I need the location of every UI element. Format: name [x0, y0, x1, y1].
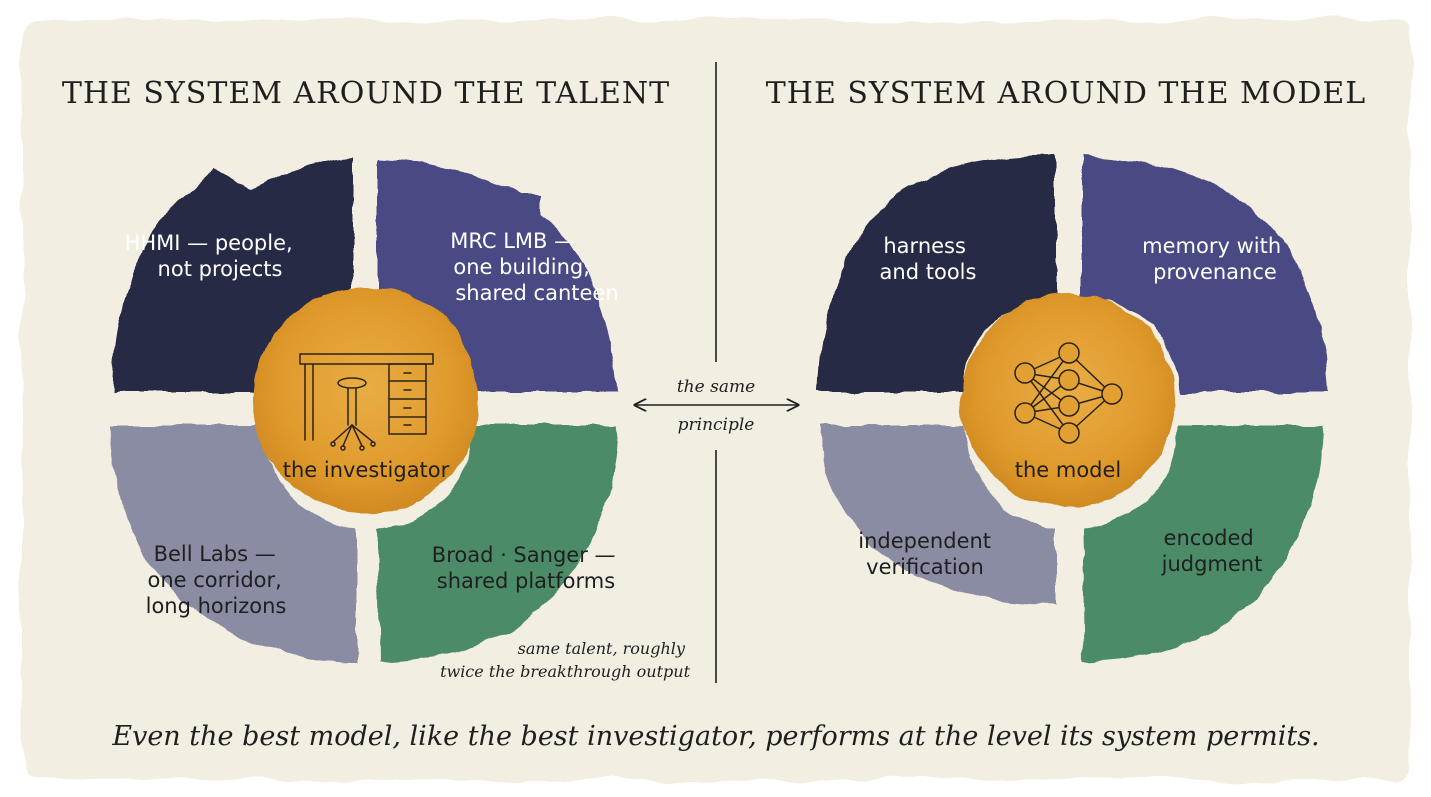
- left-title: THE SYSTEM AROUND THE TALENT: [62, 76, 670, 111]
- connector-top-text: the same: [677, 377, 755, 397]
- center-label-model: the model: [1015, 458, 1122, 482]
- talent-note: same talent, roughly twice the breakthro…: [440, 639, 691, 681]
- label-hhmi: HHMI — people, not projects: [125, 231, 300, 281]
- right-title: THE SYSTEM AROUND THE MODEL: [766, 76, 1366, 111]
- label-harness-tools: harness and tools: [880, 234, 977, 284]
- label-broad-sanger: Broad · Sanger — shared platforms: [432, 543, 622, 593]
- label-memory-provenance: memory with provenance: [1142, 234, 1288, 284]
- label-encoded-judgment: encoded judgment: [1161, 526, 1263, 576]
- left-diagram: the investigator HHMI — people, not proj…: [110, 158, 691, 681]
- principle-connector: the same principle: [635, 377, 798, 435]
- caption: Even the best model, like the best inves…: [111, 721, 1319, 752]
- label-bell-labs: Bell Labs — one corridor, long horizons: [146, 542, 289, 618]
- segment-bottom-left: [818, 425, 1056, 605]
- right-diagram: the model harness and tools memory with …: [818, 155, 1328, 662]
- segment-bottom-left: [110, 425, 356, 662]
- segment-top-right: [378, 158, 618, 392]
- center-circle-investigator: [253, 287, 479, 513]
- label-mrc-lmb: MRC LMB — one building, shared canteen: [450, 229, 618, 305]
- segment-top-right: [1082, 155, 1328, 392]
- segment-top-left: [818, 155, 1056, 392]
- desk-and-stool-icon: [299, 353, 434, 451]
- connector-bottom-text: principle: [678, 415, 755, 435]
- center-label-investigator: the investigator: [283, 458, 450, 482]
- segment-bottom-right: [378, 425, 618, 662]
- label-independent-verification: independent verification: [858, 529, 997, 579]
- segment-top-left: [112, 158, 352, 392]
- segment-bottom-right: [1082, 425, 1322, 662]
- neural-network-icon: [1014, 342, 1123, 444]
